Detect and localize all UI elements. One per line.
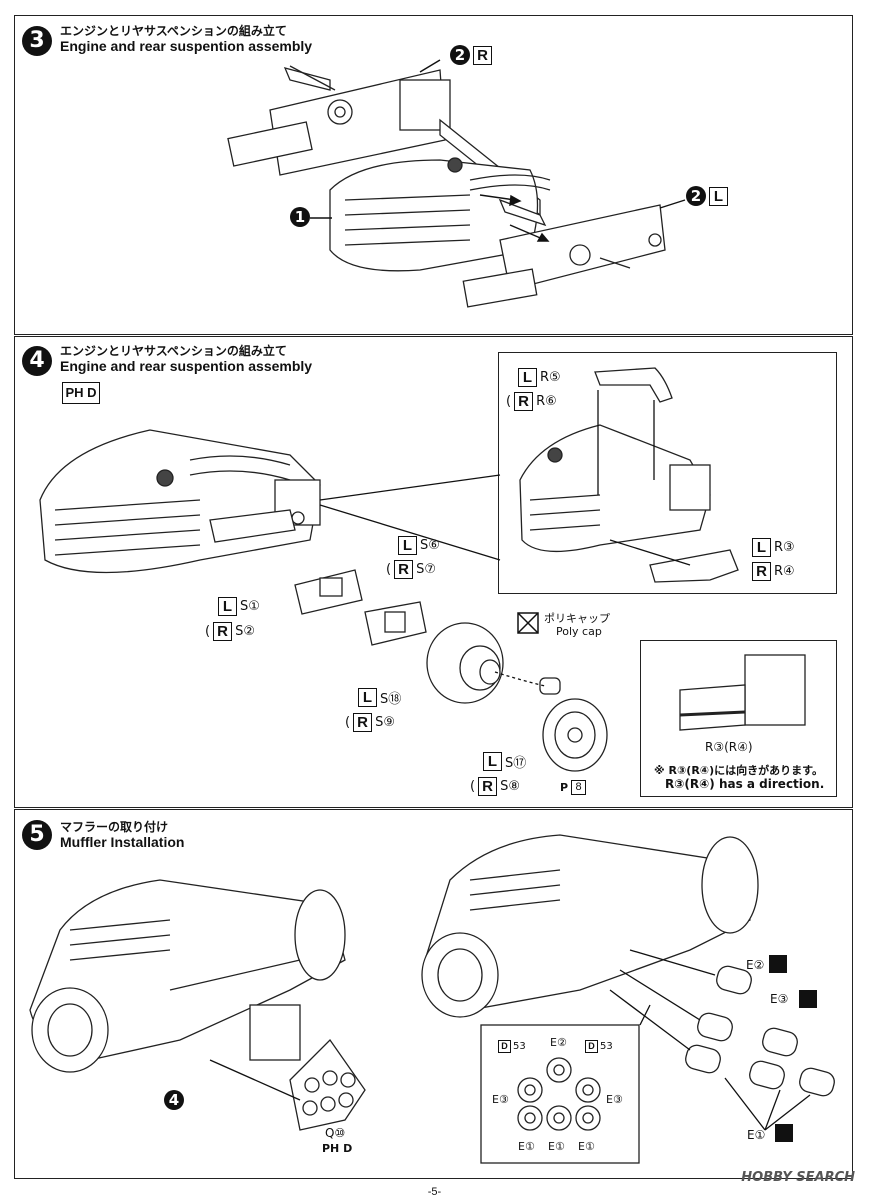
left-box: L	[358, 688, 377, 707]
inset-d53-right: D 53	[585, 1040, 613, 1053]
watermark: HOBBY SEARCH	[741, 1170, 855, 1185]
left-box: L	[752, 538, 771, 557]
step-5-ref-step: 4	[164, 1090, 184, 1110]
right-box: R	[213, 622, 233, 641]
part-label-R-S9: ( R S⑨	[345, 713, 395, 732]
part-s6: S⑥	[420, 538, 440, 553]
step-3-callout-L: 2 L	[686, 186, 728, 206]
q10-label: Q⑩	[325, 1126, 346, 1140]
inset-e3-left: E③	[492, 1093, 509, 1106]
note-en: R③(R④) has a direction.	[665, 777, 825, 791]
ph8-box: 8	[571, 780, 587, 795]
inset-label-R-R6: ( R R⑥	[506, 392, 557, 411]
pipe-label-e1: E①	[747, 1128, 766, 1142]
part-s8: S⑧	[500, 779, 520, 794]
step-4-title-en: Engine and rear suspention assembly	[60, 358, 313, 374]
part-s1: S①	[240, 599, 260, 614]
part-s18: S⑱	[380, 692, 402, 707]
step-3-number: 3	[22, 26, 52, 56]
part-r3: R③	[774, 540, 795, 555]
inset-e2: E②	[550, 1036, 567, 1049]
part-label-L-S6: L S⑥	[398, 536, 440, 555]
polycap-label-en: Poly cap	[556, 625, 602, 638]
pipe-label-e2: E②	[746, 958, 765, 972]
inset-label-L-R3: L R③	[752, 538, 795, 557]
left-box: L	[518, 368, 537, 387]
inset-label-R-R4: R R④	[752, 562, 795, 581]
part-s17: S⑰	[505, 756, 527, 771]
step-4-number: 4	[22, 346, 52, 376]
part-label-ph8: P 8	[560, 780, 587, 795]
part-r5: R⑤	[540, 370, 561, 385]
part-label-R-S8: ( R S⑧	[470, 777, 520, 796]
right-box: R	[752, 562, 771, 581]
inset-e1-b: E①	[548, 1140, 565, 1153]
part-label-R-S2: ( R S②	[205, 622, 255, 641]
part-2-marker: 2	[686, 186, 706, 206]
step-3-callout-R: 2 R	[450, 45, 492, 65]
step-3-callout-engine: 1	[290, 207, 310, 227]
left-box: L	[218, 597, 237, 616]
step-4-title-jp: エンジンとリヤサスペンションの組み立て	[60, 344, 287, 358]
part-label-R-S7: ( R S⑦	[386, 560, 436, 579]
step-5-number: 5	[22, 820, 52, 850]
part-label-L-S18: L S⑱	[358, 688, 401, 707]
pipe-label-e3: E③	[770, 992, 789, 1006]
step-3-title-jp: エンジンとリヤサスペンションの組み立て	[60, 24, 287, 38]
inset-e3-right: E③	[606, 1093, 623, 1106]
inset-e1-a: E①	[518, 1140, 535, 1153]
right-box: R	[478, 777, 498, 796]
part-label-L-S17: L S⑰	[483, 752, 526, 771]
left-box: L	[398, 536, 417, 555]
inset-e1-c: E①	[578, 1140, 595, 1153]
part-2-marker: 2	[450, 45, 470, 65]
part-label-L-S1: L S①	[218, 597, 260, 616]
part-r6: R⑥	[536, 394, 557, 409]
step-3-panel	[14, 15, 853, 335]
q10-sprue: PH D	[322, 1142, 353, 1155]
right-box: R	[514, 392, 534, 411]
left-box: L	[483, 752, 502, 771]
part-s9: S⑨	[375, 715, 395, 730]
step-4-ref-marker: 4	[164, 1090, 184, 1110]
part-s2: S②	[235, 624, 255, 639]
inset-d53-left: D 53	[498, 1040, 526, 1053]
right-side-box: R	[473, 45, 492, 65]
step-5-title-en: Muffler Installation	[60, 834, 185, 850]
left-side-box: L	[709, 186, 728, 206]
part-s7: S⑦	[416, 562, 436, 577]
step-5-title-jp: マフラーの取り付け	[60, 820, 169, 834]
step-5-panel	[14, 809, 853, 1179]
note-jp: ※ R③(R④)には向きがあります。	[654, 764, 824, 777]
part-r4: R④	[774, 564, 795, 579]
sprue-ph-d-badge: PH D	[62, 382, 100, 404]
step-3-title-en: Engine and rear suspention assembly	[60, 38, 313, 54]
polycap-label-jp: ポリキャップ	[544, 612, 610, 625]
page-number: -5-	[427, 1186, 442, 1198]
step-4-note-box	[640, 640, 837, 797]
part-1-marker: 1	[290, 207, 310, 227]
step-4-inset-box	[498, 352, 837, 594]
inset-label-L-R5: L R⑤	[518, 368, 561, 387]
note-part-label: R③(R④)	[705, 740, 753, 754]
right-box: R	[353, 713, 373, 732]
right-box: R	[394, 560, 414, 579]
